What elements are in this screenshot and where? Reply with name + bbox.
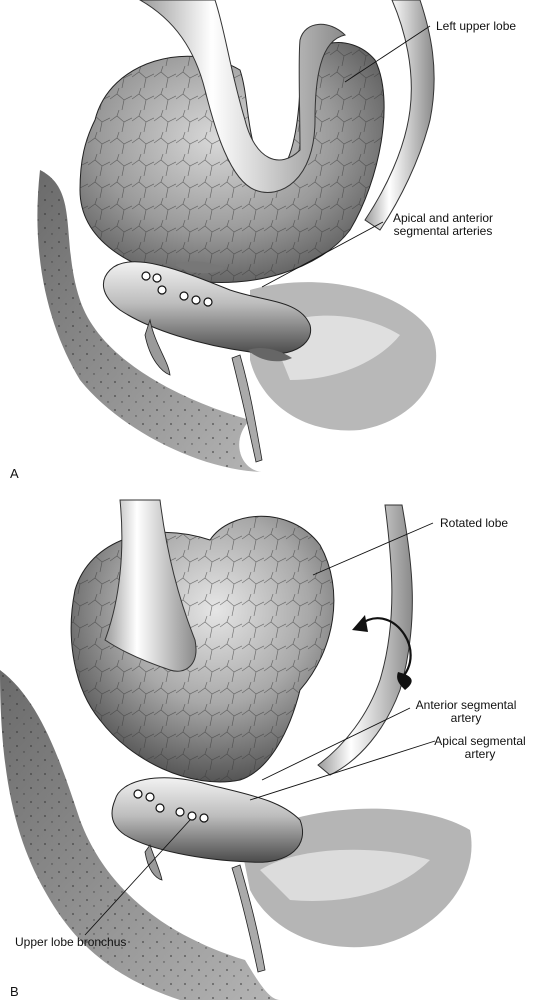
leader-apical-anterior-arteries — [261, 221, 384, 288]
label-apical-anterior-line1: Apical and anterior — [392, 211, 494, 225]
leader-left-upper-lobe — [344, 25, 431, 83]
leader-rotated-lobe — [312, 522, 434, 576]
label-anterior-line2: artery — [450, 711, 482, 725]
label-apical-anterior-line2: segmental arteries — [393, 224, 493, 238]
panel-b-illustration — [0, 499, 472, 1000]
panel-a-leader-lines — [261, 25, 431, 288]
label-rotated-lobe: Rotated lobe — [440, 516, 509, 530]
panel-letter-a: A — [10, 466, 19, 481]
leader-upper-lobe-bronchus — [84, 819, 191, 936]
label-anterior-line1: Anterior segmental — [415, 698, 517, 712]
panel-letter-b: B — [10, 984, 19, 999]
label-upper-lobe-bronchus: Upper lobe bronchus — [15, 935, 127, 949]
leader-anterior-segmental-artery — [261, 707, 411, 781]
label-left-upper-lobe: Left upper lobe — [436, 19, 517, 33]
label-apical-line2: artery — [464, 747, 496, 761]
panel-b-leader-lines — [84, 522, 436, 936]
leader-apical-segmental-artery — [249, 740, 436, 801]
label-apical-line1: Apical segmental — [434, 734, 526, 748]
panel-a-illustration — [37, 0, 437, 472]
